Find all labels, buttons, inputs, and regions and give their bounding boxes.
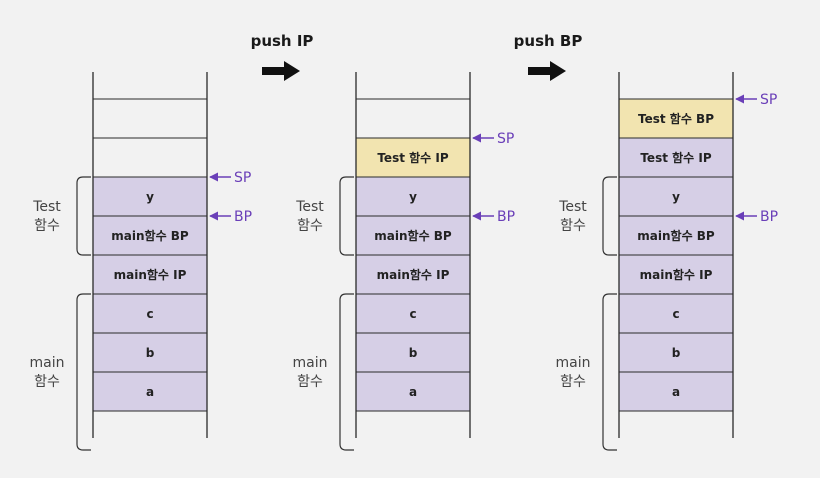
stack-cell (93, 177, 207, 216)
cell-label: y (672, 190, 680, 204)
step-title: push BP (514, 32, 583, 50)
cell-label: c (146, 307, 153, 321)
cell-label: main함수 BP (374, 228, 452, 243)
group-bracket (76, 176, 91, 256)
cell-label: main함수 IP (114, 267, 187, 282)
stack-cell (356, 294, 470, 333)
cell-label: a (409, 385, 417, 399)
group-label-line1: main (556, 355, 591, 371)
stack-cell (356, 255, 470, 294)
stack-cell (619, 372, 733, 411)
pointer-label-bp: BP (760, 209, 778, 225)
group-label-line1: Test (32, 199, 61, 215)
group-label-line2: 함수 (297, 374, 323, 390)
cell-label: Test 함수 IP (640, 150, 712, 165)
cell-label: y (409, 190, 417, 204)
cell-label: Test 함수 IP (377, 150, 449, 165)
group-label-line1: main (30, 355, 65, 371)
group-label-line2: 함수 (297, 218, 323, 234)
group-bracket (602, 293, 617, 451)
stack-cell (356, 333, 470, 372)
stack-cell (619, 294, 733, 333)
cell-label: c (672, 307, 679, 321)
stack-cell (619, 99, 733, 138)
stack-cell (93, 372, 207, 411)
group-bracket (339, 176, 354, 256)
group-label-line2: 함수 (34, 374, 60, 390)
cell-label: main함수 IP (640, 267, 713, 282)
cell-label: y (146, 190, 154, 204)
cell-label: main함수 IP (377, 267, 450, 282)
cell-label: b (409, 346, 418, 360)
pointer-label-sp: SP (497, 131, 514, 147)
stack-cell (93, 333, 207, 372)
pointer-label-sp: SP (760, 92, 777, 108)
pointer-label-bp: BP (234, 209, 252, 225)
stack-cell (619, 255, 733, 294)
cell-label: b (146, 346, 155, 360)
pointer-label-sp: SP (234, 170, 251, 186)
stack-cell (93, 216, 207, 255)
cell-label: a (146, 385, 154, 399)
stack-cell (93, 138, 207, 177)
step-title: push IP (251, 32, 314, 50)
group-label-line2: 함수 (34, 218, 60, 234)
group-bracket (602, 176, 617, 256)
cell-label: a (672, 385, 680, 399)
pointer-label-bp: BP (497, 209, 515, 225)
stack-cell (356, 138, 470, 177)
stack-cell (356, 216, 470, 255)
group-label-line1: Test (295, 199, 324, 215)
stack-cell (619, 216, 733, 255)
stack-cell (356, 372, 470, 411)
stack-cell (356, 99, 470, 138)
stack-cell (619, 333, 733, 372)
group-label-line2: 함수 (560, 374, 586, 390)
cell-label: Test 함수 BP (638, 111, 714, 126)
cell-label: main함수 BP (637, 228, 715, 243)
stack-cell (93, 99, 207, 138)
stack-cell (619, 177, 733, 216)
stack-cell (93, 255, 207, 294)
stack-cell (93, 294, 207, 333)
step-arrow-icon (262, 61, 300, 81)
group-bracket (339, 293, 354, 451)
step-arrow-icon (528, 61, 566, 81)
group-label-line2: 함수 (560, 218, 586, 234)
group-label-line1: main (293, 355, 328, 371)
group-bracket (76, 293, 91, 451)
stack-cell (619, 138, 733, 177)
cell-label: b (672, 346, 681, 360)
group-label-line1: Test (558, 199, 587, 215)
cell-label: main함수 BP (111, 228, 189, 243)
cell-label: c (409, 307, 416, 321)
stack-cell (356, 177, 470, 216)
